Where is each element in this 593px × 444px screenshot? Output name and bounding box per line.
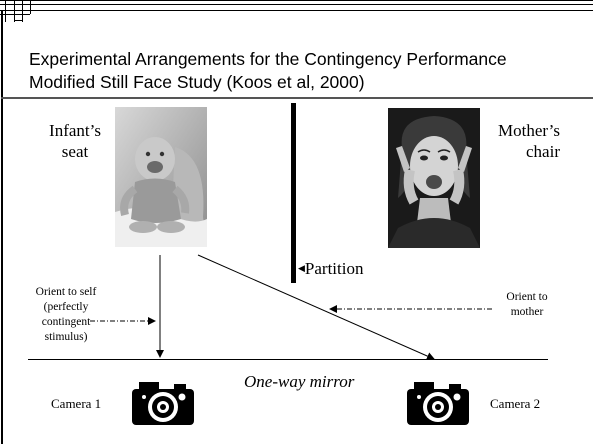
mother-photo <box>388 108 480 248</box>
mother-chair-label: Mother’s chair <box>497 121 560 161</box>
title-line-2: Modified Still Face Study (Koos et al, 2… <box>29 72 365 92</box>
left-frame-rule <box>1 10 3 444</box>
camera1-label: Camera 1 <box>51 396 102 411</box>
slide-title: Experimental Arrangements for the Contin… <box>29 48 589 94</box>
title-line-1: Experimental Arrangements for the Contin… <box>29 49 507 69</box>
camera-icon <box>132 382 194 425</box>
one-way-mirror-label: One-way mirror <box>244 372 355 391</box>
title-divider <box>1 97 593 99</box>
left-arrowhead-icon: ◀ <box>298 263 305 273</box>
baby-photo <box>115 107 207 247</box>
infant-seat-label: Infant’s seat <box>49 121 101 161</box>
grid-logo-icon <box>0 0 593 22</box>
partition-label: ◀Partition <box>298 259 364 278</box>
partition-bar <box>291 103 296 283</box>
camera2-label: Camera 2 <box>490 396 541 411</box>
one-way-mirror-line <box>28 359 548 360</box>
orient-mother-label: Orient to mother <box>506 291 548 318</box>
orient-self-label: Orient to self (perfectly contingent sti… <box>35 286 97 343</box>
arrow-infant-to-camera2-path <box>197 254 435 360</box>
camera-icon <box>407 382 469 425</box>
